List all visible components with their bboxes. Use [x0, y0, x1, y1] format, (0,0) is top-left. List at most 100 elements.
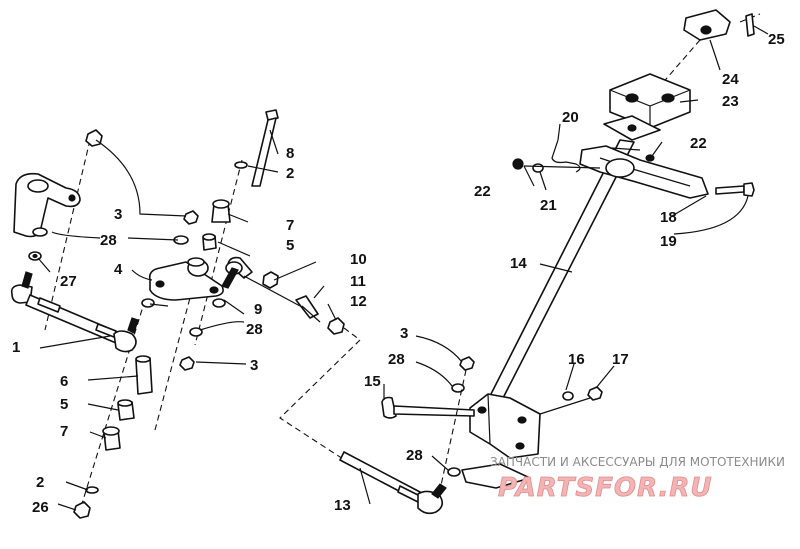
- axis-line: [539, 397, 591, 415]
- callout-28: 28: [406, 447, 423, 464]
- callout-3: 3: [400, 325, 408, 342]
- callout-4: 4: [114, 261, 123, 278]
- lower-bracket-part: [469, 393, 541, 459]
- callout-23: 23: [722, 93, 739, 110]
- callout-3: 3: [250, 357, 258, 374]
- watermark-caption: ЗАПЧАСТИ И АКСЕССУАРЫ ДЛЯ МОТОТЕХНИКИ: [490, 455, 785, 469]
- alignment-line: [44, 139, 91, 331]
- nut-part: [179, 356, 195, 371]
- callout-18: 18: [660, 209, 677, 226]
- clamp-block-hole: [661, 93, 675, 103]
- ball-stud-part: [21, 271, 33, 289]
- callout-3: 3: [114, 206, 122, 223]
- callout-19: 19: [660, 233, 677, 250]
- washer-part: [32, 227, 48, 237]
- washer-part: [562, 391, 574, 401]
- bolt-thread: [301, 305, 321, 323]
- drag-link-part: [339, 451, 447, 515]
- washer-part: [447, 467, 461, 477]
- idler-arm-part: [148, 261, 224, 301]
- column-collar: [611, 147, 641, 151]
- washer-part: [189, 327, 203, 337]
- idler-arm-hole: [209, 286, 219, 294]
- bushing-top: [212, 199, 230, 209]
- watermark-logo: PARTSFOR.RU: [498, 473, 712, 503]
- callout-14: 14: [510, 255, 527, 272]
- left-linkage-group: [10, 109, 345, 519]
- nut-part: [85, 129, 103, 147]
- callout-16: 16: [568, 351, 585, 368]
- callout-28: 28: [388, 351, 405, 368]
- bolt-shank-part: [393, 405, 475, 417]
- bolt-part: [295, 295, 319, 319]
- bolt-head-part: [743, 182, 755, 197]
- callout-28: 28: [246, 321, 263, 338]
- washer-hole: [32, 253, 38, 259]
- washer-part: [532, 163, 544, 173]
- callout-9: 9: [254, 301, 262, 318]
- callout-8: 8: [286, 145, 294, 162]
- alignment-line: [659, 39, 701, 87]
- bearing-housing-part: [605, 158, 635, 178]
- nut-part: [459, 356, 475, 371]
- lower-bracket-hole: [517, 416, 527, 424]
- cotter-pin-part: [551, 139, 581, 173]
- leader-line: [243, 275, 301, 307]
- nut-part: [645, 154, 655, 162]
- callout-7: 7: [286, 217, 294, 234]
- bushing-top: [117, 399, 133, 407]
- callout-21: 21: [540, 197, 557, 214]
- pitman-arm-hole: [68, 194, 76, 202]
- callout-26: 26: [32, 499, 49, 516]
- bushing-top: [102, 426, 120, 436]
- nut-part: [73, 501, 91, 519]
- washer-part: [451, 383, 465, 393]
- callout-28: 28: [100, 232, 117, 249]
- watermark: ЗАПЧАСТИ И АКСЕССУАРЫ ДЛЯ МОТОТЕХНИКИ PA…: [490, 455, 785, 503]
- steering-column-group: [381, 9, 761, 491]
- callout-5: 5: [286, 237, 294, 254]
- ball-joint-stud: [221, 267, 239, 289]
- leader-lines: [37, 25, 769, 511]
- jam-nut-part: [262, 271, 279, 289]
- sleeve-top: [135, 355, 151, 363]
- sleeve-part: [135, 357, 153, 395]
- callout-17: 17: [612, 351, 629, 368]
- callout-22: 22: [690, 135, 707, 152]
- callout-10: 10: [350, 251, 367, 268]
- clamp-block-part: [609, 73, 691, 129]
- alignment-line: [79, 299, 146, 511]
- nut-part: [512, 158, 524, 170]
- callout-2: 2: [36, 474, 44, 491]
- callout-7: 7: [60, 423, 68, 440]
- bushing-top: [202, 233, 216, 241]
- alignment-line: [194, 159, 243, 346]
- lower-bracket-hole: [515, 442, 525, 450]
- clamp-bolt-hole: [700, 25, 712, 35]
- bolt-shank-part: [251, 117, 277, 187]
- callout-1: 1: [12, 339, 20, 356]
- alignment-line: [439, 369, 467, 491]
- connection-line: [279, 327, 361, 471]
- callout-20: 20: [562, 109, 579, 126]
- lower-bracket-hole: [477, 406, 487, 414]
- column-top-plate-hole: [627, 124, 637, 132]
- clamp-cap-part: [683, 9, 731, 41]
- pitman-arm-hub: [27, 179, 49, 193]
- callout-2: 2: [286, 165, 294, 182]
- callout-5: 5: [60, 396, 68, 413]
- column-steering-arm-part: [461, 463, 531, 489]
- bolt-part: [715, 185, 745, 195]
- idler-arm-hole: [155, 280, 165, 288]
- nut-part: [327, 317, 345, 335]
- clamp-bolt-part: [745, 13, 755, 37]
- callout-labels: 1 2 2 3 3 3 4 5 5 6 7 7 8 9 10 11 12 13 …: [12, 31, 785, 516]
- callout-22: 22: [474, 183, 491, 200]
- axis-line: [523, 165, 601, 169]
- washer-part: [212, 298, 226, 308]
- nut-part: [587, 386, 603, 401]
- washer-part: [234, 161, 248, 169]
- callout-13: 13: [334, 497, 351, 514]
- callout-24: 24: [722, 71, 739, 88]
